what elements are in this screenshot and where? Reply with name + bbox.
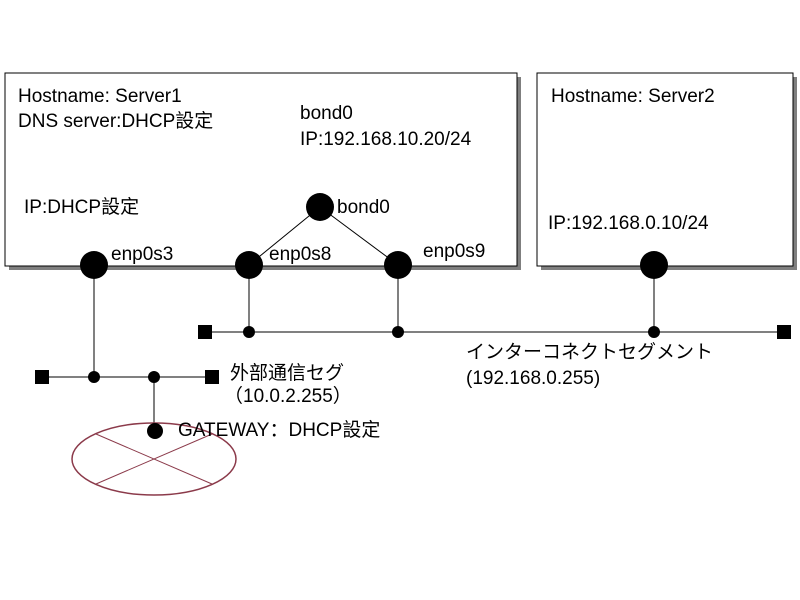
external-tap-enp0s3 [88,371,100,383]
server2-hostname-label: Hostname: Server2 [551,86,715,107]
interconnect-terminator-left [198,325,212,339]
nic-enp0s8-node [235,251,263,279]
bond0-node-label: bond0 [337,197,390,218]
interconnect-terminator-right [777,325,791,339]
nic-enp0s9-node [384,251,412,279]
bond-link-enp0s9 [319,206,399,266]
gateway-node [147,423,163,439]
server2-nic-node [640,251,668,279]
interconnect-segment-name: インターコネクトセグメント [466,342,714,363]
external-terminator-left [35,370,49,384]
server1-box-frame [4,72,518,267]
server1-bond-name-label: bond0 [300,103,353,124]
gateway-router-icon [71,422,237,496]
gateway-label: GATEWAY：DHCP設定 [178,420,381,441]
server1-box [4,72,521,270]
interconnect-tap-enp0s9 [392,326,404,338]
server2-ip-label: IP:192.168.0.10/24 [548,213,709,234]
server1-dns-label: DNS server:DHCP設定 [18,111,214,132]
interconnect-tap-server2 [648,326,660,338]
server2-box [536,72,797,270]
server1-bond-ip-label: IP:192.168.10.20/24 [300,129,472,150]
external-segment-address: （10.0.2.255） [224,386,352,407]
nic-enp0s9-label: enp0s9 [423,241,486,262]
external-terminator-right [205,370,219,384]
nic-enp0s3-node [80,251,108,279]
bond-link-enp0s8 [248,206,321,266]
server1-hostname-label: Hostname: Server1 [18,86,182,107]
server1-ip-label: IP:DHCP設定 [24,197,140,218]
gateway-cross-2 [95,433,213,485]
external-segment-name: 外部通信セグ [230,363,345,384]
interconnect-tap-enp0s8 [243,326,255,338]
bond0-node [306,193,334,221]
server2-box-frame [536,72,794,267]
nic-enp0s8-label: enp0s8 [269,244,332,265]
interconnect-segment-address: (192.168.0.255) [466,368,601,389]
nic-enp0s3-label: enp0s3 [111,244,174,265]
